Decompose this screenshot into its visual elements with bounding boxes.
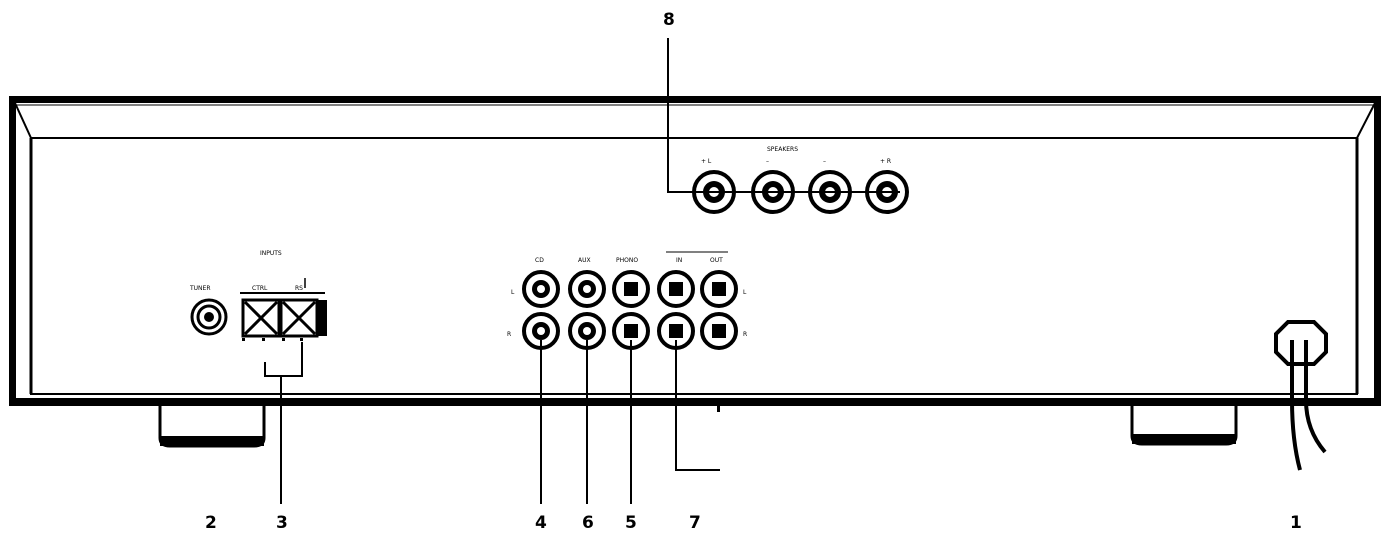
control-terminal-rs[interactable] [279, 298, 319, 338]
callout-4: 4 [535, 513, 547, 533]
ctrl-label: CTRL [252, 285, 268, 292]
rca-jack-in-l[interactable] [657, 270, 695, 308]
rca-col-label: PHONO [616, 257, 638, 264]
leader-7 [675, 340, 720, 471]
rca-col-label: AUX [578, 257, 591, 264]
inner-panel [30, 137, 1358, 395]
rca-jack-out-l[interactable] [700, 270, 738, 308]
row-label-r: R [507, 331, 511, 338]
rca-jack-cd-l[interactable] [522, 270, 560, 308]
rs-label: RS [295, 285, 303, 292]
feet [158, 406, 1238, 448]
rca-jack-aux-r[interactable] [568, 312, 606, 350]
row-label-r-right: R [743, 331, 747, 338]
callout-5: 5 [625, 513, 637, 533]
speaker-minus-2-label: – [823, 158, 826, 165]
chassis-left-edge [9, 96, 15, 406]
bevel-right [1356, 102, 1376, 139]
callout-8: 8 [663, 10, 675, 30]
rca-jack-out-r[interactable] [700, 312, 738, 350]
callout-2: 2 [205, 513, 217, 533]
callout-1: 1 [1290, 513, 1302, 533]
rca-jack-aux-l[interactable] [568, 270, 606, 308]
row-label-l-right: L [743, 289, 747, 296]
speaker-left-pos-label: + L [701, 158, 712, 165]
row-label-l: L [511, 289, 515, 296]
callout-6: 6 [582, 513, 594, 533]
power-cord[interactable] [1274, 320, 1328, 471]
chassis [9, 96, 1381, 412]
callout-numbers: 8 1 2 3 4 6 5 7 [205, 10, 1302, 533]
callout-7: 7 [689, 513, 701, 533]
rca-col-label: CD [535, 257, 544, 264]
leader-lines [264, 38, 900, 504]
callout-3: 3 [276, 513, 288, 533]
control-terminal-ctrl[interactable] [241, 298, 281, 338]
speakers-label: SPEAKERS [767, 146, 798, 153]
leader-8 [667, 38, 900, 193]
speaker-right-pos-label: + R [880, 158, 891, 165]
chassis-bottom-edge [9, 398, 1381, 406]
inputs-group-label: INPUTS [260, 250, 282, 257]
rca-jacks: CD AUX PHONO IN OUT L L R R [507, 251, 747, 350]
rca-jack-in-r[interactable] [657, 312, 695, 350]
rca-col-label: OUT [710, 257, 723, 264]
rca-col-label: IN [676, 257, 682, 264]
speaker-minus-1-label: – [766, 158, 769, 165]
bevel-left [14, 102, 32, 139]
control-block: INPUTS TUNER CTRL RS [189, 250, 327, 341]
speaker-terminals: SPEAKERS + L – – + R [692, 146, 909, 214]
rca-jack-phono-l[interactable] [612, 270, 650, 308]
chassis-top-edge [9, 96, 1381, 103]
tuner-label: TUNER [189, 285, 211, 292]
cord-grommet [1274, 320, 1328, 366]
leader-3-bracket [264, 342, 303, 377]
tuner-jack[interactable] [190, 298, 228, 336]
chassis-right-edge [1375, 96, 1381, 406]
